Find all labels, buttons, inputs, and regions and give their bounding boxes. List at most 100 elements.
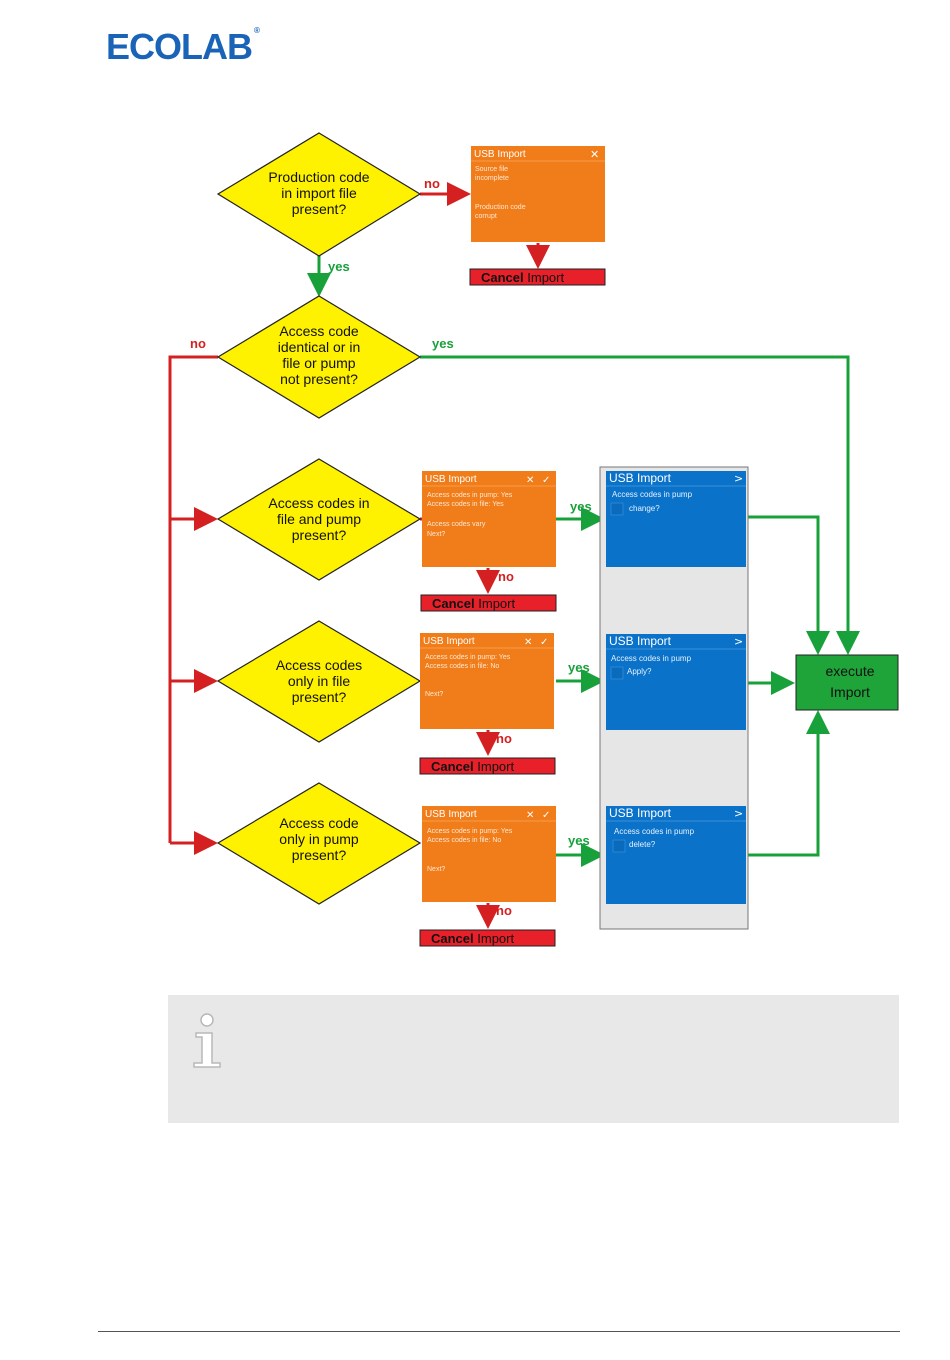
chevron-right-icon[interactable]: > bbox=[734, 635, 743, 648]
option-checkbox bbox=[610, 666, 624, 680]
blue-screen-2-option: Apply? bbox=[627, 667, 652, 676]
svg-text:Cancel Import: Cancel Import bbox=[432, 596, 515, 611]
svg-text:✕: ✕ bbox=[526, 810, 534, 821]
chevron-right-icon[interactable]: > bbox=[734, 807, 743, 820]
orange-screen-1-line5: Production code bbox=[475, 204, 526, 211]
svg-text:✓: ✓ bbox=[542, 475, 550, 486]
blue-screen-3-line1: Access codes in pump bbox=[614, 827, 695, 836]
svg-text:Cancel Import: Cancel Import bbox=[481, 270, 564, 285]
orange-screen-3: USB Import ✕ ✓ Access codes in pump: Yes… bbox=[420, 633, 554, 729]
blue-screen-1-option: change? bbox=[629, 504, 660, 513]
decision-d5-line1: Access code bbox=[279, 815, 359, 831]
blue-screen-1-title: USB Import bbox=[609, 471, 672, 485]
svg-text:>: > bbox=[734, 635, 743, 648]
decision-d1-line2: in import file bbox=[281, 185, 357, 201]
connectors bbox=[168, 182, 860, 929]
edge-d2-yes bbox=[420, 355, 860, 655]
cancel-rest: Import bbox=[524, 270, 565, 285]
orange-screen-3-title: USB Import bbox=[423, 636, 475, 647]
chevron-right-icon[interactable]: > bbox=[734, 472, 743, 485]
orange-screen-2-line1: Access codes in pump: Yes bbox=[427, 492, 513, 499]
svg-text:✕: ✕ bbox=[526, 475, 534, 486]
blue-screen-3: USB Import > Access codes in pump delete… bbox=[606, 806, 746, 904]
label-no-o2: no bbox=[498, 569, 514, 584]
label-no-o3: no bbox=[496, 731, 512, 746]
logo-text: ECOLAB bbox=[106, 26, 253, 67]
registered-mark: ® bbox=[254, 26, 260, 35]
decision-shape bbox=[216, 295, 422, 419]
orange-screen-1-title: USB Import bbox=[474, 149, 526, 160]
label-yes-o2: yes bbox=[570, 499, 592, 514]
blue-screen-3-option: delete? bbox=[629, 840, 656, 849]
decision-d5-line2: only in pump bbox=[279, 831, 359, 847]
decision-d5-line3: present? bbox=[292, 847, 347, 863]
svg-text:Cancel Import: Cancel Import bbox=[431, 759, 514, 774]
label-no-d2: no bbox=[190, 336, 206, 351]
close-icon[interactable]: ✕ bbox=[524, 637, 532, 648]
close-icon[interactable]: ✕ bbox=[526, 475, 534, 486]
cancel-rest: Import bbox=[474, 759, 515, 774]
blue-screen-1: USB Import > Access codes in pump change… bbox=[606, 471, 746, 567]
svg-text:✕: ✕ bbox=[590, 148, 599, 161]
label-yes-o4: yes bbox=[568, 833, 590, 848]
decision-shape bbox=[216, 458, 422, 581]
decision-d4-line3: present? bbox=[292, 689, 347, 705]
footer-rule bbox=[98, 1331, 900, 1332]
info-note-box bbox=[168, 995, 899, 1123]
orange-screen-1: USB Import ✕ Source file incomplete Prod… bbox=[471, 146, 605, 242]
label-yes-o3: yes bbox=[568, 660, 590, 675]
edge-b3-exec bbox=[747, 710, 830, 857]
option-checkbox bbox=[610, 502, 624, 516]
orange-screen-3-line2: Access codes in file: No bbox=[425, 663, 499, 670]
orange-screen-2-title: USB Import bbox=[425, 474, 477, 485]
edge-labels: no yes no yes yes yes yes no no no bbox=[190, 176, 592, 918]
decision-shape bbox=[216, 132, 422, 257]
edge-b1-exec bbox=[747, 515, 830, 655]
orange-screen-2-line5: Next? bbox=[427, 531, 445, 538]
close-icon[interactable]: ✕ bbox=[590, 148, 599, 161]
svg-text:✓: ✓ bbox=[542, 810, 550, 821]
label-yes-d1: yes bbox=[328, 259, 350, 274]
close-icon[interactable]: ✕ bbox=[526, 810, 534, 821]
decision-d2-line1: Access code bbox=[279, 323, 359, 339]
info-icon bbox=[190, 1013, 224, 1076]
decision-d4-line2: only in file bbox=[288, 673, 350, 689]
orange-screen-2-line4: Access codes vary bbox=[427, 521, 486, 528]
blue-screen-2-title: USB Import bbox=[609, 634, 672, 648]
svg-text:Cancel Import: Cancel Import bbox=[431, 931, 514, 946]
check-icon[interactable]: ✓ bbox=[542, 475, 550, 486]
execute-import: execute Import bbox=[795, 654, 899, 711]
blue-screen-2-line1: Access codes in pump bbox=[611, 654, 692, 663]
execute-line1: execute bbox=[825, 663, 874, 679]
orange-screen-3-line5: Next? bbox=[425, 691, 443, 698]
blue-screen-1-line1: Access codes in pump bbox=[612, 490, 693, 499]
orange-screen-4-line2: Access codes in file: No bbox=[427, 837, 501, 844]
check-icon[interactable]: ✓ bbox=[540, 637, 548, 648]
cancel-bold: Cancel bbox=[432, 596, 475, 611]
orange-screen-2: USB Import ✕ ✓ Access codes in pump: Yes… bbox=[422, 471, 556, 567]
decision-d2: Access code identical or in file or pump… bbox=[216, 295, 422, 419]
cancel-import-3: Cancel Import bbox=[419, 757, 556, 775]
execute-line2: Import bbox=[830, 684, 870, 700]
orange-screen-3-line1: Access codes in pump: Yes bbox=[425, 654, 511, 661]
cancel-rest: Import bbox=[475, 596, 516, 611]
decision-d3-line1: Access codes in bbox=[268, 495, 369, 511]
cancel-bold: Cancel bbox=[481, 270, 524, 285]
option-checkbox bbox=[612, 839, 626, 853]
orange-screen-1-line6: corrupt bbox=[475, 213, 497, 220]
decision-d2-line4: not present? bbox=[280, 371, 358, 387]
orange-screen-4-line1: Access codes in pump: Yes bbox=[427, 828, 513, 835]
cancel-import-1: Cancel Import bbox=[469, 268, 606, 286]
svg-text:>: > bbox=[734, 472, 743, 485]
orange-screen-1-line2: incomplete bbox=[475, 175, 509, 182]
decision-d3-line2: file and pump bbox=[277, 511, 361, 527]
check-icon[interactable]: ✓ bbox=[542, 810, 550, 821]
orange-screen-4-title: USB Import bbox=[425, 809, 477, 820]
decision-d2-line3: file or pump bbox=[282, 355, 355, 371]
edge-d2-no bbox=[168, 355, 218, 843]
orange-screen-4: USB Import ✕ ✓ Access codes in pump: Yes… bbox=[422, 806, 556, 902]
cancel-import-4: Cancel Import bbox=[419, 929, 556, 947]
decision-shape bbox=[216, 620, 422, 743]
svg-text:✓: ✓ bbox=[540, 637, 548, 648]
cancel-rest: Import bbox=[474, 931, 515, 946]
